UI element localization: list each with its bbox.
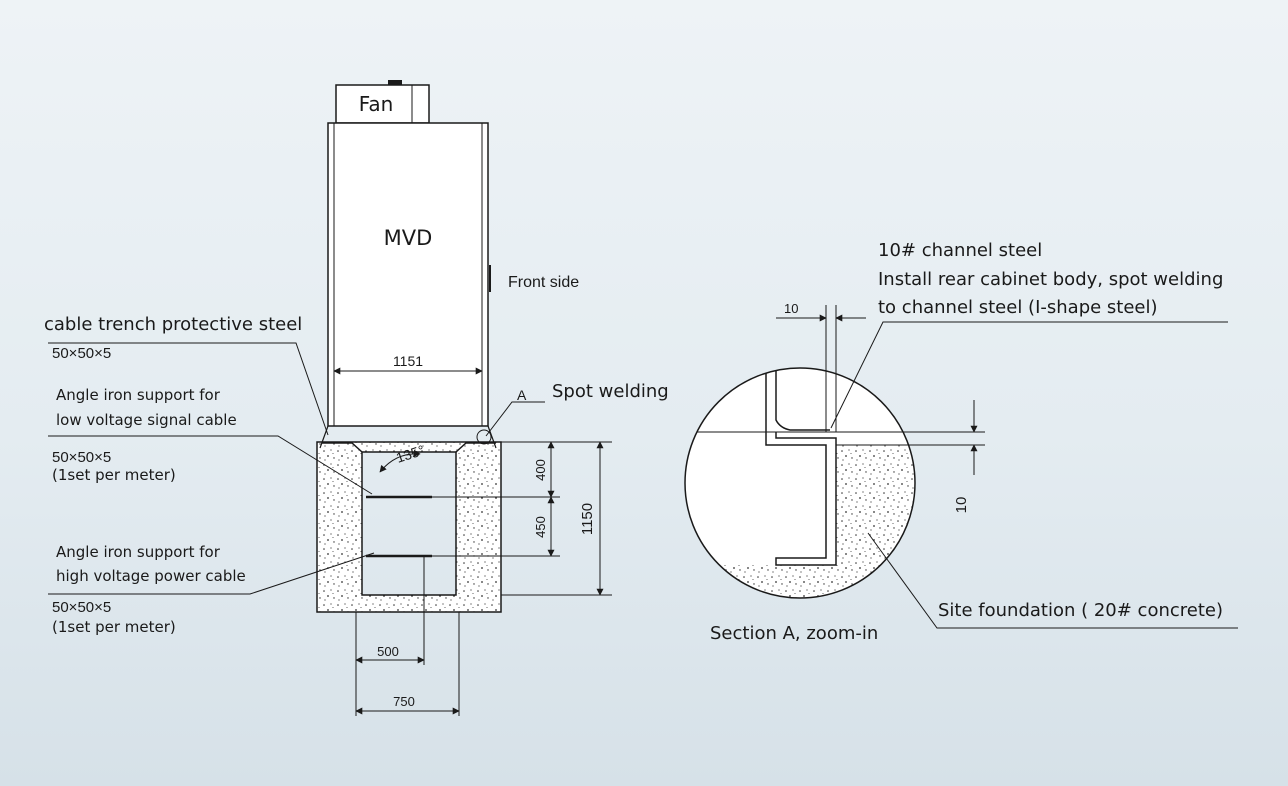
upper-depth-dim: 400 [533,459,548,481]
outer-width-dim: 750 [393,694,415,709]
cable-trench: 135° [316,425,502,613]
total-depth-dim: 1150 [579,503,596,535]
spot-welding-label: Spot welding [552,381,669,402]
detail-gap-dim: 10 [784,301,798,316]
section-a-caption: Section A, zoom-in [710,623,878,644]
front-side-label: Front side [508,274,579,291]
trench-concrete [316,441,502,613]
hv-spec-label: 50×50×5 [52,599,111,616]
mvd-cabinet-body [327,122,489,427]
steel-spec-label: 50×50×5 [52,345,111,362]
section-a-callout [476,429,492,445]
hv-per-meter-label: (1set per meter) [52,618,176,636]
lv-spec-label: 50×50×5 [52,449,111,466]
lv-support-label-1: Angle iron support for [56,386,221,404]
trench-dimensions: 400 450 1150 500 750 [355,441,612,716]
inner-width-dim: 500 [377,644,399,659]
site-foundation-label: Site foundation ( 20# concrete) [938,600,1223,621]
cable-trench-steel-label: cable trench protective steel [44,314,302,335]
hv-support-label-2: high voltage power cable [56,567,246,585]
mvd-label: MVD [384,226,433,250]
detail-circle [684,367,916,599]
detail-height-dim: 10 [953,497,970,514]
lower-depth-dim: 450 [533,516,548,538]
cabinet: Fan MVD Front side 1151 [327,80,579,427]
section-a-detail: 10 10 10# channel steel Install rear cab… [684,240,1238,644]
hv-support-label-1: Angle iron support for [56,543,221,561]
install-label-1: Install rear cabinet body, spot welding [878,269,1223,290]
channel-steel-label: 10# channel steel [878,240,1042,261]
lv-per-meter-label: (1set per meter) [52,466,176,484]
channel-steel-section [765,432,837,566]
lv-support-label-2: low voltage signal cable [56,411,237,429]
section-a-marker: A [517,387,527,403]
cabinet-width-dim: 1151 [393,353,423,369]
fan-label: Fan [359,92,394,116]
install-label-2: to channel steel (I-shape steel) [878,297,1158,318]
left-annotations: cable trench protective steel 50×50×5 An… [44,314,669,636]
fan-box [335,84,430,124]
